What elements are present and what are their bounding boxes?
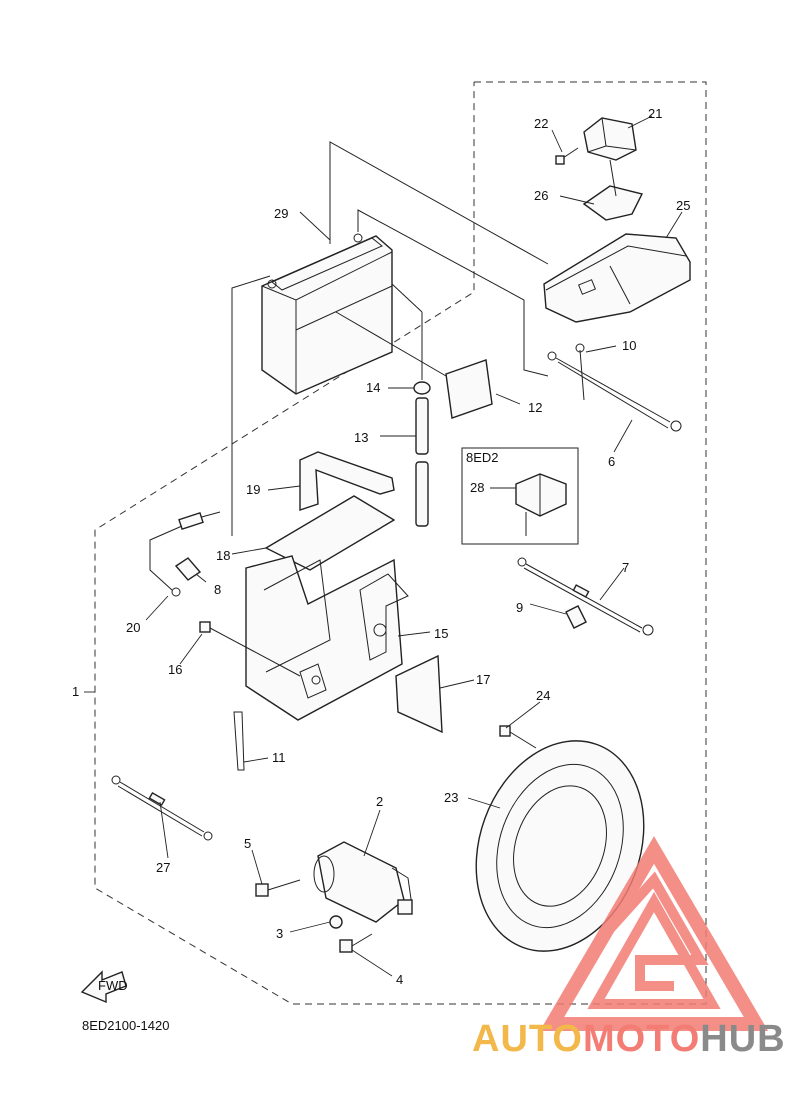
relay-cover bbox=[543, 233, 691, 323]
part-label-17: 17 bbox=[476, 672, 490, 687]
fwd-arrow: FWD bbox=[80, 970, 128, 1004]
assembly-outline bbox=[94, 81, 707, 1005]
nut-3 bbox=[329, 915, 343, 929]
watermark-hub: HUB bbox=[700, 1018, 786, 1060]
part-label-20: 20 bbox=[126, 620, 140, 635]
part-label-3: 3 bbox=[276, 926, 283, 941]
watermark-moto: MOTO bbox=[582, 1018, 701, 1060]
bolt-22 bbox=[555, 147, 579, 165]
vent-hose bbox=[391, 283, 431, 527]
part-label-29: 29 bbox=[274, 206, 288, 221]
part-label-25: 25 bbox=[676, 198, 690, 213]
part-label-27: 27 bbox=[156, 860, 170, 875]
part-label-26: 26 bbox=[534, 188, 548, 203]
part-label-28: 28 bbox=[470, 480, 484, 495]
part-label-5: 5 bbox=[244, 836, 251, 851]
part-label-11: 11 bbox=[272, 750, 286, 765]
bolt-5 bbox=[255, 879, 301, 897]
part-label-1: 1 bbox=[72, 684, 79, 699]
part-label-9: 9 bbox=[516, 600, 523, 615]
variant-box-label: 8ED2 bbox=[466, 450, 499, 465]
part-label-22: 22 bbox=[534, 116, 548, 131]
watermark-text: AUTOMOTOHUB bbox=[472, 1018, 786, 1061]
part-label-4: 4 bbox=[396, 972, 403, 987]
part-label-19: 19 bbox=[246, 482, 260, 497]
part-label-10: 10 bbox=[622, 338, 636, 353]
part-label-7: 7 bbox=[622, 560, 629, 575]
part-label-24: 24 bbox=[536, 688, 550, 703]
part-label-6: 6 bbox=[608, 454, 615, 469]
battery-band bbox=[299, 451, 395, 511]
watermark-logo-icon bbox=[539, 836, 769, 1031]
bolt-16 bbox=[199, 621, 301, 677]
part-label-14: 14 bbox=[366, 380, 380, 395]
battery bbox=[261, 233, 393, 395]
bolt-4 bbox=[339, 933, 373, 953]
part-label-18: 18 bbox=[216, 548, 230, 563]
leader-lines bbox=[84, 115, 683, 977]
fuse-lead bbox=[547, 343, 682, 432]
label-12 bbox=[335, 311, 493, 419]
part-label-23: 23 bbox=[444, 790, 458, 805]
part-label-16: 16 bbox=[168, 662, 182, 677]
starter-motor bbox=[313, 841, 413, 923]
part-label-21: 21 bbox=[648, 106, 662, 121]
cable-7 bbox=[517, 557, 654, 636]
cable-holder-8 bbox=[174, 557, 202, 581]
fwd-label: FWD bbox=[98, 978, 128, 993]
battery-cables bbox=[231, 141, 549, 536]
rod-11 bbox=[233, 711, 245, 771]
part-label-8: 8 bbox=[214, 582, 221, 597]
part-label-13: 13 bbox=[354, 430, 368, 445]
bolt-24 bbox=[499, 725, 537, 749]
cable-20 bbox=[149, 511, 221, 597]
part-labels: 1 2 3 4 5 6 7 8 9 10 11 12 13 14 15 16 1… bbox=[72, 106, 690, 1033]
relay-bracket bbox=[582, 159, 644, 221]
battery-cushion bbox=[264, 495, 396, 571]
battery-box bbox=[245, 555, 409, 721]
watermark-auto: AUTO bbox=[472, 1018, 583, 1060]
cable-27 bbox=[111, 775, 213, 841]
clamp-9 bbox=[565, 605, 587, 629]
cover-plate-17 bbox=[395, 654, 443, 734]
variant-box bbox=[461, 447, 579, 545]
figure-code: 8ED2100-1420 bbox=[82, 1018, 169, 1033]
starter-relay bbox=[583, 117, 637, 161]
part-label-15: 15 bbox=[434, 626, 448, 641]
part-label-2: 2 bbox=[376, 794, 383, 809]
part-label-12: 12 bbox=[528, 400, 542, 415]
